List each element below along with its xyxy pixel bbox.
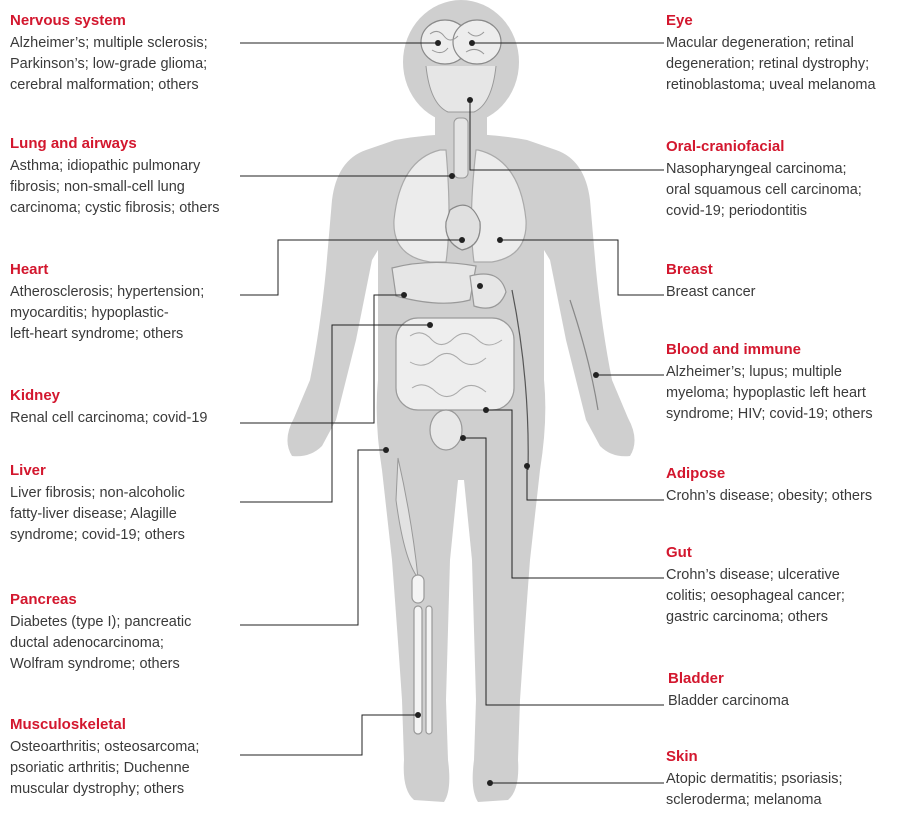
label-text: Macular degeneration; retinal degenerati… — [666, 33, 906, 96]
label-blood-immune: Blood and immune Alzheimer’s; lupus; mul… — [666, 341, 906, 425]
label-title: Kidney — [10, 387, 245, 404]
label-breast: Breast Breast cancer — [666, 261, 906, 303]
label-text: Breast cancer — [666, 282, 906, 303]
label-title: Adipose — [666, 465, 906, 482]
label-liver: Liver Liver fibrosis; non-alcoholic fatt… — [10, 462, 245, 546]
label-adipose: Adipose Crohn’s disease; obesity; others — [666, 465, 906, 507]
bladder-organ — [430, 410, 462, 450]
trachea-organ — [454, 118, 468, 178]
label-lung-airways: Lung and airways Asthma; idiopathic pulm… — [10, 135, 250, 219]
label-text: Nasopharyngeal carcinoma; oral squamous … — [666, 159, 906, 222]
label-title: Lung and airways — [10, 135, 250, 152]
label-title: Oral-craniofacial — [666, 138, 906, 155]
label-title: Breast — [666, 261, 906, 278]
label-text: Bladder carcinoma — [668, 691, 908, 712]
label-title: Liver — [10, 462, 245, 479]
label-title: Skin — [666, 748, 906, 765]
label-text: Alzheimer’s; multiple sclerosis; Parkins… — [10, 33, 245, 96]
label-text: Asthma; idiopathic pulmonary fibrosis; n… — [10, 156, 250, 219]
label-text: Atopic dermatitis; psoriasis; scleroderm… — [666, 769, 906, 811]
label-text: Crohn’s disease; obesity; others — [666, 486, 906, 507]
label-text: Osteoarthritis; osteosarcoma; psoriatic … — [10, 737, 245, 800]
label-title: Pancreas — [10, 591, 245, 608]
label-musculoskeletal: Musculoskeletal Osteoarthritis; osteosar… — [10, 716, 245, 800]
label-nervous-system: Nervous system Alzheimer’s; multiple scl… — [10, 12, 245, 96]
label-title: Gut — [666, 544, 906, 561]
label-title: Blood and immune — [666, 341, 906, 358]
label-kidney: Kidney Renal cell carcinoma; covid-19 — [10, 387, 245, 429]
brain-organ — [421, 20, 501, 64]
label-text: Atherosclerosis; hypertension; myocardit… — [10, 282, 245, 345]
label-title: Bladder — [668, 670, 908, 687]
label-title: Eye — [666, 12, 906, 29]
label-title: Nervous system — [10, 12, 245, 29]
label-pancreas: Pancreas Diabetes (type I); pancreatic d… — [10, 591, 245, 675]
label-text: Renal cell carcinoma; covid-19 — [10, 408, 245, 429]
label-title: Musculoskeletal — [10, 716, 245, 733]
label-text: Crohn’s disease; ulcerative colitis; oes… — [666, 565, 906, 628]
label-text: Alzheimer’s; lupus; multiple myeloma; hy… — [666, 362, 906, 425]
label-text: Diabetes (type I); pancreatic ductal ade… — [10, 612, 245, 675]
label-text: Liver fibrosis; non-alcoholic fatty-live… — [10, 483, 245, 546]
label-title: Heart — [10, 261, 245, 278]
label-bladder: Bladder Bladder carcinoma — [668, 670, 908, 712]
label-gut: Gut Crohn’s disease; ulcerative colitis;… — [666, 544, 906, 628]
label-eye: Eye Macular degeneration; retinal degene… — [666, 12, 906, 96]
intestines-organ — [396, 318, 514, 410]
label-skin: Skin Atopic dermatitis; psoriasis; scler… — [666, 748, 906, 811]
label-heart: Heart Atherosclerosis; hypertension; myo… — [10, 261, 245, 345]
label-oral-craniofacial: Oral-craniofacial Nasopharyngeal carcino… — [666, 138, 906, 222]
